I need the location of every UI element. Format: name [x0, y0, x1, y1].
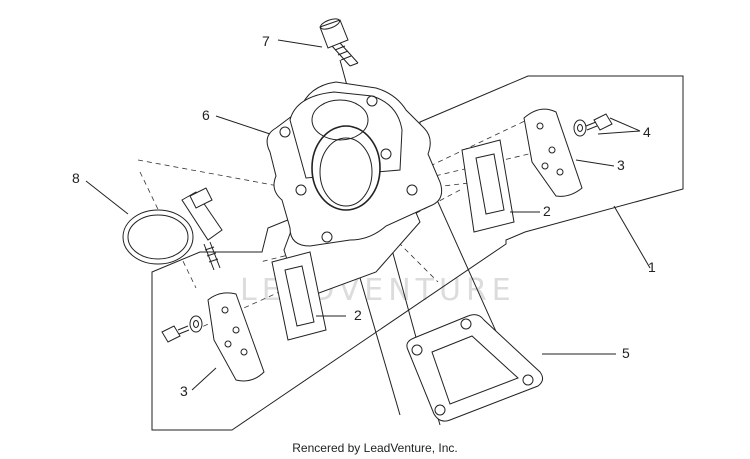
callout-6: 6 [202, 107, 210, 123]
callout-2-lower: 2 [354, 307, 362, 323]
reed-stop-upper [523, 108, 583, 197]
screw-washer-lower [161, 315, 203, 343]
bolt [319, 18, 359, 67]
reed-petal-lower [271, 251, 327, 341]
callout-8: 8 [72, 170, 80, 186]
callout-3-upper: 3 [617, 157, 625, 173]
intake-body [266, 81, 443, 301]
reed-stop-lower [207, 292, 265, 382]
callout-4: 4 [643, 124, 651, 140]
assembly-outline [151, 75, 684, 431]
credit-text: Rencered by LeadVenture, Inc. [292, 441, 457, 455]
gasket [406, 314, 544, 422]
screw-washer-upper [573, 113, 613, 137]
callout-7: 7 [262, 33, 270, 49]
callout-3-lower: 3 [180, 383, 188, 399]
reed-petal-upper [461, 139, 515, 233]
callout-1: 1 [648, 259, 656, 275]
hose-clamp [122, 187, 223, 271]
callout-5: 5 [622, 345, 630, 361]
leader-lines [85, 39, 651, 391]
callout-2-upper: 2 [543, 203, 551, 219]
